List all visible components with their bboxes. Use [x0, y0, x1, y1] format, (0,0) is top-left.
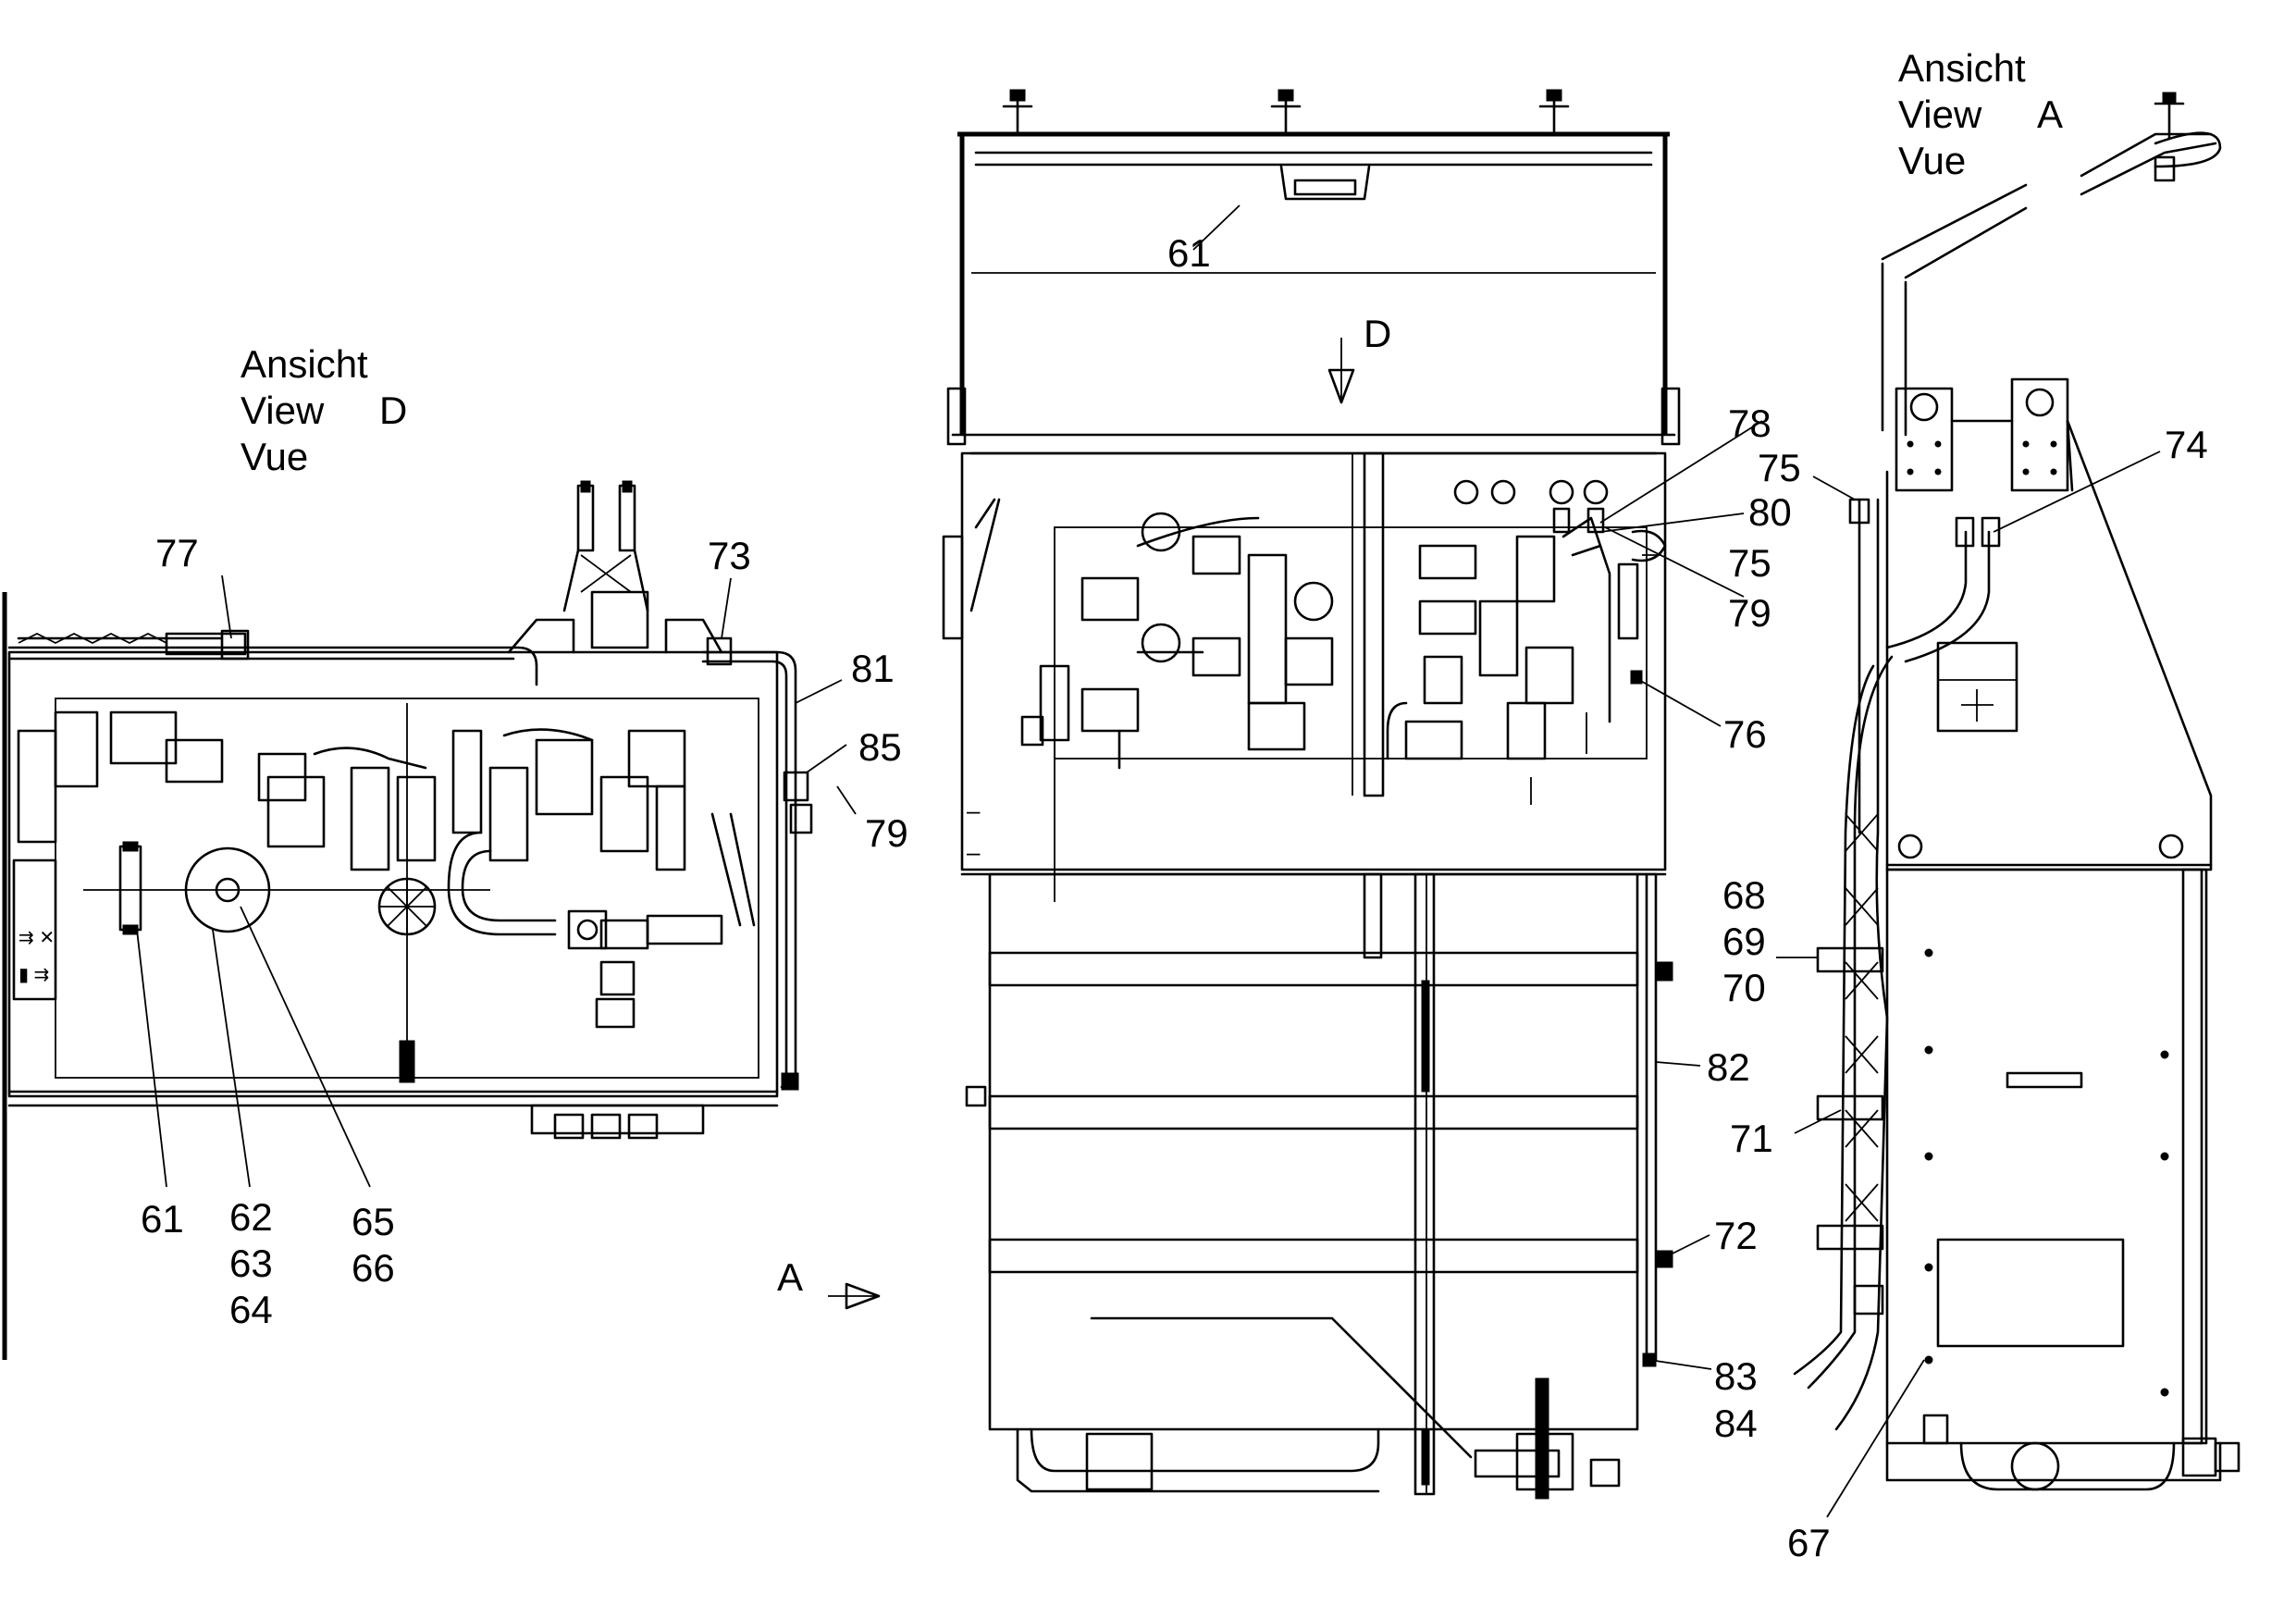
callout-61: 61 [141, 1197, 184, 1241]
callout-64: 64 [229, 1288, 273, 1331]
callout-74: 74 [2165, 423, 2208, 466]
view-d-label-line3: Vue [241, 435, 308, 478]
callout-76: 76 [1723, 712, 1767, 756]
callout-75-right: 75 [1758, 446, 1801, 489]
callout-83: 83 [1714, 1354, 1758, 1398]
center-view-drawing: – – [942, 89, 1681, 1500]
view-a-label: Ansicht View A Vue [1898, 46, 2063, 182]
callout-71: 71 [1730, 1117, 1773, 1160]
view-d-label-line2: View [241, 389, 325, 432]
callout-66: 66 [352, 1246, 395, 1290]
callout-79-center: 79 [1728, 591, 1771, 635]
center-view-callouts: 61 78 80 75 79 76 68 69 70 82 71 72 83 8… [1167, 231, 1792, 1445]
view-a-label-line3: Vue [1898, 139, 1966, 182]
view-a-label-line1: Ansicht [1898, 46, 2026, 90]
callout-78: 78 [1728, 401, 1771, 445]
callout-61-center: 61 [1167, 231, 1211, 275]
view-arrows [828, 338, 1355, 1310]
view-a-label-line2: View [1898, 93, 1982, 136]
callout-68: 68 [1722, 873, 1766, 917]
right-view-callouts: 74 75 67 [1758, 423, 2208, 1564]
svg-text:▮ ⇉: ▮ ⇉ [19, 965, 49, 985]
arrow-a-label: A [777, 1255, 803, 1299]
callout-70: 70 [1722, 966, 1766, 1009]
svg-text:–: – [967, 797, 981, 824]
callout-81: 81 [851, 647, 895, 690]
left-view-callouts: 77 73 81 85 79 61 62 63 64 65 66 [141, 531, 908, 1331]
callout-62: 62 [229, 1195, 273, 1239]
callout-75-center: 75 [1728, 541, 1771, 585]
callout-69: 69 [1722, 920, 1766, 963]
view-a-label-letter: A [2037, 93, 2063, 136]
view-d-label: Ansicht View D Vue [241, 342, 407, 478]
callout-77: 77 [155, 531, 199, 574]
svg-text:–: – [967, 838, 981, 866]
view-d-label-line1: Ansicht [241, 342, 368, 386]
callout-85: 85 [858, 725, 902, 769]
callout-80: 80 [1748, 490, 1792, 534]
callout-67: 67 [1787, 1521, 1831, 1564]
callout-82: 82 [1707, 1045, 1750, 1089]
arrow-d-label: D [1364, 312, 1391, 355]
view-a-drawing [1793, 92, 2240, 1491]
callout-79: 79 [865, 811, 908, 855]
callout-72: 72 [1714, 1214, 1758, 1257]
callout-73: 73 [708, 534, 751, 577]
view-d-label-letter: D [379, 389, 407, 432]
leader-lines [136, 204, 2161, 1518]
view-d-drawing: ⇉ ✕ ▮ ⇉ [2, 480, 813, 1360]
callout-84: 84 [1714, 1402, 1758, 1445]
callout-65: 65 [352, 1200, 395, 1243]
callout-63: 63 [229, 1241, 273, 1285]
svg-text:⇉ ✕: ⇉ ✕ [19, 928, 55, 948]
